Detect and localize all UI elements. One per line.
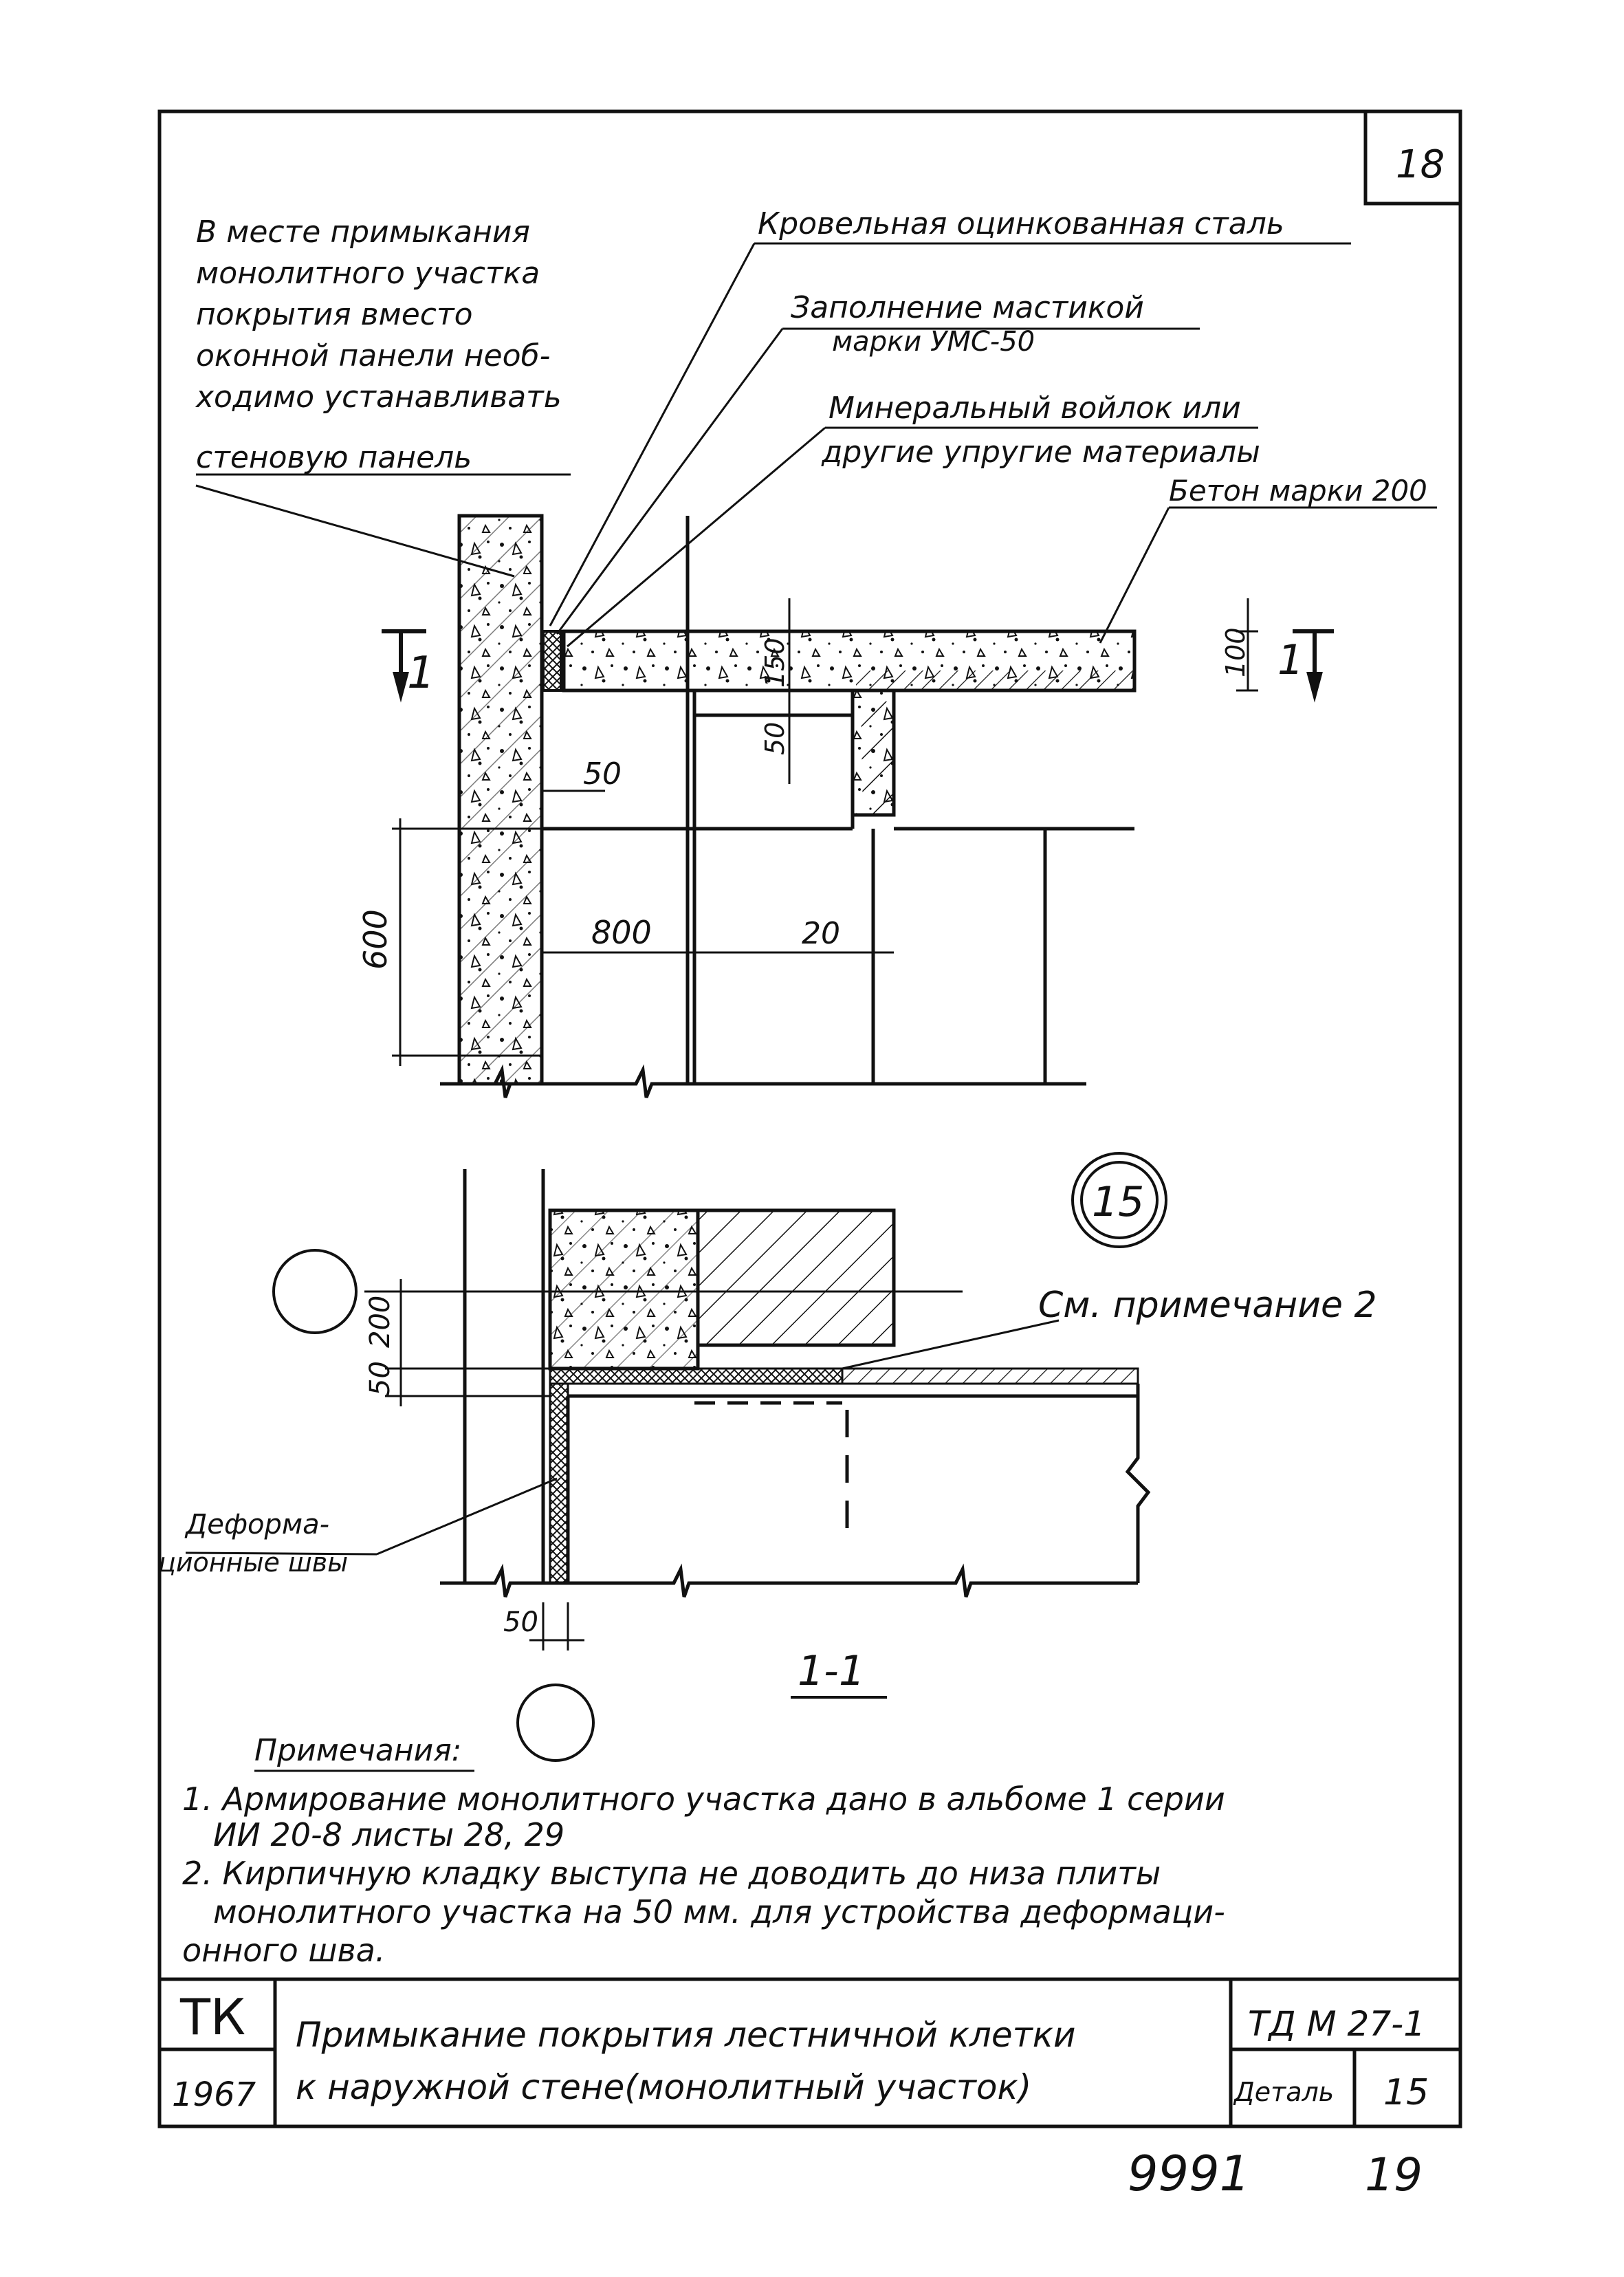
sheet-number: 18 bbox=[1396, 142, 1445, 187]
section-marker-left-label: 1 bbox=[407, 648, 435, 699]
deform-label-2: ционные швы bbox=[158, 1547, 348, 1578]
notes-lines: 1. Армирование монолитного участка дано … bbox=[182, 1780, 1225, 1969]
roof-steel-label: Кровельная оцинкованная сталь bbox=[758, 206, 1284, 241]
title-block bbox=[160, 1977, 1460, 2126]
structure-lines bbox=[440, 516, 1134, 1098]
title-line-2: к наружной стене(монолитный участок) bbox=[296, 2067, 1031, 2107]
note-line-5: онного шва. bbox=[182, 1932, 385, 1969]
left-note-line-2: монолитного участка bbox=[196, 256, 540, 291]
sheet-frame bbox=[157, 109, 1462, 2128]
dim-800: 800 bbox=[591, 914, 652, 951]
plan-dimensions bbox=[185, 1279, 1060, 1650]
page-number: 19 bbox=[1365, 2148, 1423, 2201]
title-code: ТД М 27-1 bbox=[1248, 2004, 1425, 2044]
dim-100: 100 bbox=[1220, 627, 1251, 677]
detail-circle bbox=[1071, 1152, 1167, 1248]
deform-label-1: Деформа- bbox=[184, 1509, 329, 1540]
title-detail-label: Деталь bbox=[1233, 2077, 1334, 2107]
note-line-4: монолитного участка на 50 мм. для устрой… bbox=[213, 1893, 1225, 1930]
plan-lines bbox=[440, 1169, 1151, 1598]
notes-heading: Примечания: bbox=[254, 1733, 462, 1768]
title-year: 1967 bbox=[172, 2076, 256, 2114]
detail-circle-number: 15 bbox=[1092, 1178, 1144, 1226]
mastic-label-1: Заполнение мастикой bbox=[791, 290, 1144, 325]
plan-section bbox=[548, 1208, 1139, 1584]
dim-50-plan: 50 bbox=[364, 1361, 396, 1396]
axis-circle-bottom bbox=[516, 1684, 595, 1762]
concrete-label: Бетон марки 200 bbox=[1169, 474, 1427, 508]
slab-section bbox=[562, 629, 1137, 817]
dim-600: 600 bbox=[357, 909, 394, 970]
left-note-line-4: оконной панели необ- bbox=[196, 338, 551, 373]
section-marker-left bbox=[382, 629, 426, 703]
note-line-1: 1. Армирование монолитного участка дано … bbox=[182, 1780, 1225, 1818]
note-line-3: 2. Кирпичную кладку выступа не доводить … bbox=[182, 1855, 1161, 1892]
dim-50-vertical: 50 bbox=[760, 722, 790, 755]
dim-20: 20 bbox=[802, 916, 840, 951]
archive-number: 9991 bbox=[1128, 2146, 1250, 2202]
section-marker-right bbox=[1293, 629, 1334, 703]
title-org: ТК bbox=[179, 1988, 245, 2046]
left-note: В месте примыкания монолитного участка п… bbox=[195, 215, 562, 475]
dim-200: 200 bbox=[364, 1296, 396, 1348]
section-label: 1-1 bbox=[798, 1647, 865, 1695]
title-detail-number: 15 bbox=[1383, 2072, 1429, 2113]
left-note-line-1: В месте примыкания bbox=[196, 215, 530, 250]
dim-150: 150 bbox=[760, 638, 790, 688]
left-note-line-6: стеновую панель bbox=[196, 440, 472, 475]
mastic-strip bbox=[542, 630, 562, 692]
dimension-lines bbox=[392, 598, 1258, 1066]
note-line-2: ИИ 20-8 листы 28, 29 bbox=[213, 1816, 564, 1853]
dim-50-bottom: 50 bbox=[503, 1606, 538, 1638]
felt-label-1: Минеральный войлок или bbox=[829, 391, 1241, 426]
wall-section bbox=[457, 514, 544, 1086]
title-line-1: Примыкание покрытия лестничной клетки bbox=[296, 2015, 1075, 2055]
dim-50-upper: 50 bbox=[583, 756, 622, 792]
axis-circle-left bbox=[272, 1249, 358, 1334]
see-note-label: См. примечание 2 bbox=[1038, 1285, 1377, 1326]
felt-label-2: другие упругие материалы bbox=[821, 435, 1260, 470]
leader-lines bbox=[195, 242, 1437, 648]
left-note-line-5: ходимо устанавливать bbox=[195, 380, 562, 415]
mastic-label-2: марки УМС-50 bbox=[832, 326, 1035, 358]
section-marker-right-label: 1 bbox=[1277, 636, 1304, 684]
left-note-line-3: покрытия вместо bbox=[196, 297, 473, 332]
